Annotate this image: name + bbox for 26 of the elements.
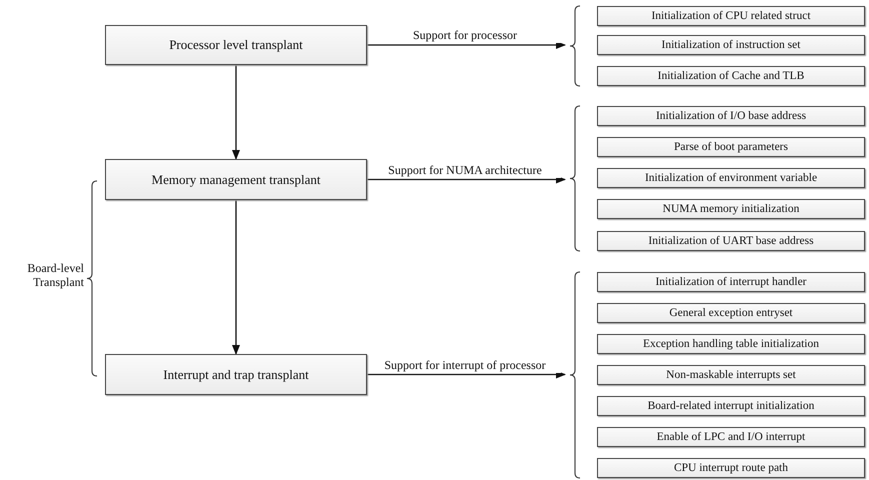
item-box: Exception handling table initialization xyxy=(597,334,865,354)
edge-label: Support for NUMA architecture xyxy=(388,164,542,178)
arrow xyxy=(367,41,566,49)
process-box: Interrupt and trap transplant xyxy=(105,354,367,395)
arrow xyxy=(367,176,566,184)
item-box: Initialization of I/O base address xyxy=(597,106,865,126)
item-box: Initialization of UART base address xyxy=(597,231,865,251)
arrow xyxy=(367,370,566,378)
arrow xyxy=(232,200,240,355)
item-box: Non-maskable interrupts set xyxy=(597,365,865,385)
item-box: NUMA memory initialization xyxy=(597,199,865,219)
item-box: Parse of boot parameters xyxy=(597,137,865,157)
item-box: Initialization of CPU related struct xyxy=(597,6,865,26)
edge-label: Support for processor xyxy=(413,29,517,43)
process-box: Memory management transplant xyxy=(105,159,367,200)
item-box: Initialization of interrupt handler xyxy=(597,272,865,292)
edge-label: Support for interrupt of processor xyxy=(384,358,546,372)
item-box: Board-related interrupt initialization xyxy=(597,396,865,416)
item-box: Initialization of environment variable xyxy=(597,168,865,188)
item-box: Initialization of instruction set xyxy=(597,35,865,55)
item-box: CPU interrupt route path xyxy=(597,458,865,478)
arrow xyxy=(232,65,240,160)
process-box: Processor level transplant xyxy=(105,25,367,65)
item-box: Initialization of Cache and TLB xyxy=(597,66,865,86)
item-box: Enable of LPC and I/O interrupt xyxy=(597,427,865,447)
item-box: General exception entryset xyxy=(597,303,865,323)
